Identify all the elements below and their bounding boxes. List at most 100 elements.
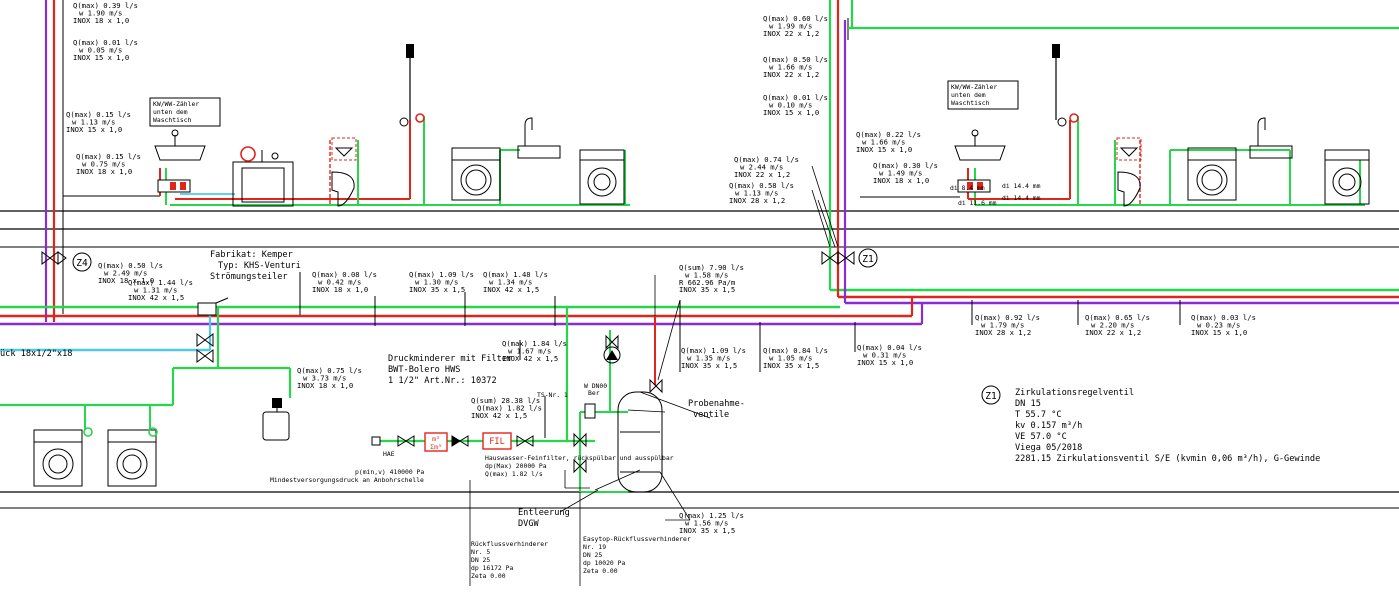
legend-line-1: Zirkulationsregelventil	[1015, 388, 1134, 398]
flow-label-line: INOX 28 x 1,2	[729, 196, 785, 205]
flow-label-line: INOX 35 x 1,5	[409, 285, 465, 294]
flow-label-line: Q(max) 1.09 l/s	[409, 270, 474, 279]
washbasin-icon-left	[154, 129, 206, 193]
flow-label-line: INOX 22 x 1,2	[763, 29, 819, 38]
rueckfluss-left-note: Rückflussverhinderer Nr. 5 DN 25 dp 1617…	[471, 540, 548, 580]
kemper-note: Fabrikat: Kemper Typ: KHS-Venturi Strömu…	[210, 250, 301, 282]
flow-label-line: w 1.66 m/s	[862, 137, 905, 146]
zaehler-note-left: KW/WW-Zähler unten dem Waschtisch	[149, 97, 221, 127]
flow-label-line: Q(max) 0.50 l/s	[98, 261, 163, 270]
flow-label-line: Q(max) 0.60 l/s	[763, 14, 828, 23]
flow-label-line: Q(max) 1.48 l/s	[483, 270, 548, 279]
diameter-notes: di 8.4 mm di 14.4 mm di 11.6 mm di 14.4 …	[950, 182, 1041, 207]
dia-a: di 8.4 mm	[950, 184, 985, 192]
z4-valve-group[interactable]: Z4	[41, 251, 92, 272]
flow-label-line: Q(sum) 7.90 l/s	[679, 263, 744, 272]
flow-label-line: INOX 15 x 1,0	[1191, 328, 1247, 337]
wc-icon-left	[331, 137, 357, 207]
wc-icon-right	[1116, 137, 1142, 207]
flow-label-line: Q(max) 0.01 l/s	[763, 93, 828, 102]
flow-label-line: Q(max) 0.30 l/s	[873, 161, 938, 170]
legend-line-7: 2281.15 Zirkulationsventil S/E (kvmin 0,…	[1015, 454, 1320, 464]
probenahme-valve-icons	[605, 334, 663, 394]
flow-label-line: Q(max) 1.82 l/s	[477, 403, 542, 412]
z1-valve-group[interactable]: Z1	[821, 248, 878, 268]
leader-lines	[469, 165, 839, 586]
zaehler-right-line-1: KW/WW-Zähler	[951, 83, 997, 91]
flow-label-line: INOX 18 x 1,0	[312, 285, 368, 294]
flow-label-line: Q(max) 0.04 l/s	[857, 343, 922, 352]
flow-label-line: Q(max) 0.84 l/s	[763, 346, 828, 355]
hae-text: HAE	[383, 450, 395, 458]
probenahme-note: Probenahme- ventile	[688, 399, 745, 420]
shower-icon-left	[399, 44, 425, 127]
probenahme-line-1: Probenahme-	[688, 399, 745, 409]
rueckfluss-left-line-1: Rückflussverhinderer	[471, 540, 548, 548]
zaehler-left-line-3: Waschtisch	[153, 116, 192, 124]
flow-label-line: Q(sum) 28.38 l/s	[471, 396, 540, 405]
ws-small-line-1: W DN00	[584, 382, 607, 390]
flow-label-block: Q(sum) 7.90 l/sw 1.58 m/sR 662.96 Pa/mIN…	[679, 263, 744, 294]
branch-ticks	[299, 272, 1181, 438]
flow-label-line: w 1.34 m/s	[489, 277, 532, 286]
rueckfluss-left-line-3: DN 25	[471, 556, 490, 564]
flow-label-line: Q(max) 1.25 l/s	[679, 511, 744, 520]
z1-legend-tag: Z1	[985, 391, 997, 402]
legend-line-4: kv 0.157 m³/h	[1015, 421, 1082, 431]
flow-label-line: w 1.30 m/s	[415, 277, 458, 286]
house-entry-assembly[interactable]: m³ Σm³ FIL	[371, 403, 596, 474]
flow-label-line: w 1.90 m/s	[79, 8, 122, 17]
kitchen-sink-icon-left	[517, 117, 561, 159]
druckminderer-line-3: 1 1/2" Art.Nr.: 10372	[388, 376, 497, 386]
flow-label-line: INOX 28 x 1,2	[975, 328, 1031, 337]
flow-label-line: Q(max) 0.75 l/s	[297, 366, 362, 375]
entleerung-line-1: Entleerung	[518, 508, 570, 518]
ts-nr-label: TS-Nr. 1	[537, 391, 568, 399]
flow-label-line: w 2.44 m/s	[740, 162, 783, 171]
kemper-line-3: Strömungsteiler	[210, 272, 288, 282]
hausfilter-line-3: Q(max) 1.82 l/s	[485, 470, 543, 478]
flow-label-line: INOX 22 x 1,2	[734, 170, 790, 179]
flow-label-line: INOX 42 x 1,5	[502, 354, 558, 363]
legend-line-6: Viega 05/2018	[1015, 443, 1082, 453]
kemper-flow-divider[interactable]	[196, 297, 229, 363]
washing-machine-icon-bottom-2	[107, 427, 158, 487]
kemper-line-2: Typ: KHS-Venturi	[218, 261, 301, 271]
rueckfluss-right-line-5: Zeta 0.00	[583, 567, 618, 575]
rueckfluss-left-line-4: dp 16172 Pa	[471, 564, 513, 572]
flow-label-line: INOX 42 x 1,5	[128, 293, 184, 302]
zaehler-left-line-2: unten dem	[153, 108, 188, 116]
druckminderer-note: Druckminderer mit Filter BWT-Bolero HWS …	[388, 354, 512, 386]
flow-label-line: INOX 18 x 1,0	[873, 176, 929, 185]
legend-line-2: DN 15	[1015, 399, 1041, 409]
flow-label-line: w 0.31 m/s	[863, 350, 906, 359]
flow-label-line: INOX 35 x 1,5	[679, 526, 735, 535]
flow-label-line: Q(max) 1.84 l/s	[502, 339, 567, 348]
flow-label-line: Q(max) 0.92 l/s	[975, 313, 1040, 322]
rueckfluss-left-line-2: Nr. 5	[471, 548, 490, 556]
flow-label-line: w 1.49 m/s	[879, 168, 922, 177]
flow-label-line: INOX 18 x 1,0	[73, 16, 129, 25]
rueckfluss-left-line-5: Zeta 0.00	[471, 572, 506, 580]
flow-label-line: Q(max) 0.15 l/s	[66, 110, 131, 119]
flow-label-line: w 1.13 m/s	[735, 188, 778, 197]
flow-label-line: INOX 22 x 1,2	[1085, 328, 1141, 337]
